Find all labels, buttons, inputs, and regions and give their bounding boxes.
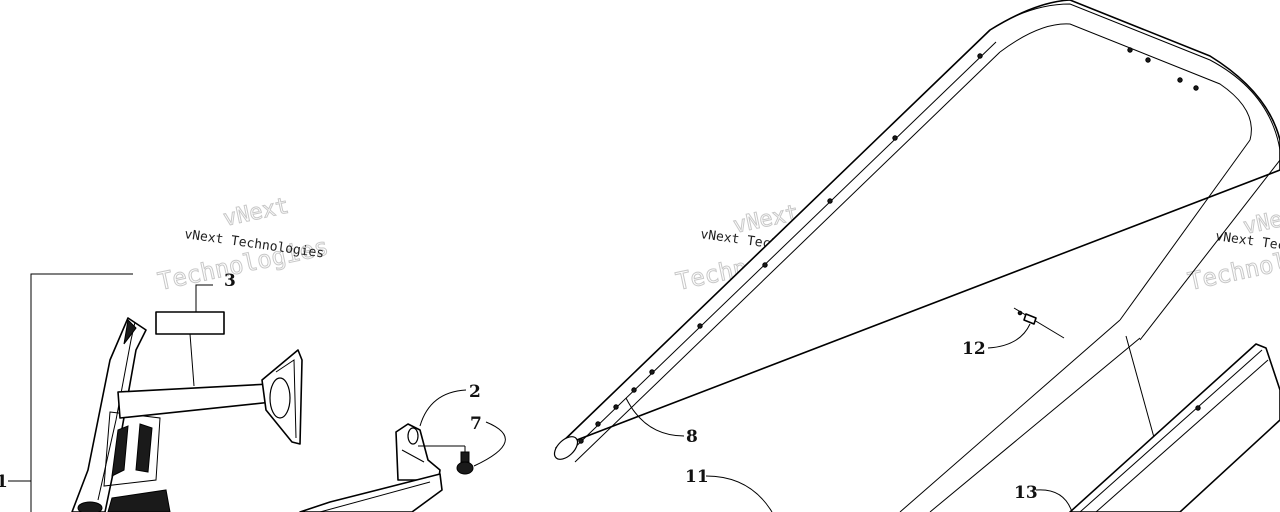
watermark-left: vNext Technologies vNext Technologies xyxy=(155,193,331,296)
watermark-right: vNext Technologies vNext Technologies xyxy=(1185,201,1280,296)
bolt-part xyxy=(418,445,474,475)
side-panel-part xyxy=(1035,343,1280,512)
callout-12: 12 xyxy=(962,339,986,359)
watermark-outline-top: vNext xyxy=(221,194,291,232)
callout-3: 3 xyxy=(224,271,236,291)
callout-8: 8 xyxy=(686,427,698,447)
callout-1: 1 xyxy=(0,472,8,492)
bracket-part xyxy=(299,423,443,512)
leader-8 xyxy=(625,397,685,437)
mount-assembly-part xyxy=(71,317,303,512)
callout-7: 7 xyxy=(470,414,482,434)
crossbar-part xyxy=(705,319,1141,512)
leader-2 xyxy=(419,389,467,427)
callout-2: 2 xyxy=(469,382,481,402)
frame-holes xyxy=(578,47,1199,444)
leader-7 xyxy=(473,421,506,467)
group-bracket xyxy=(8,273,133,512)
callout-13: 13 xyxy=(1014,483,1038,503)
rivet-part xyxy=(987,307,1065,349)
handle-frame-part xyxy=(553,0,1280,463)
callout-11: 11 xyxy=(685,467,709,487)
